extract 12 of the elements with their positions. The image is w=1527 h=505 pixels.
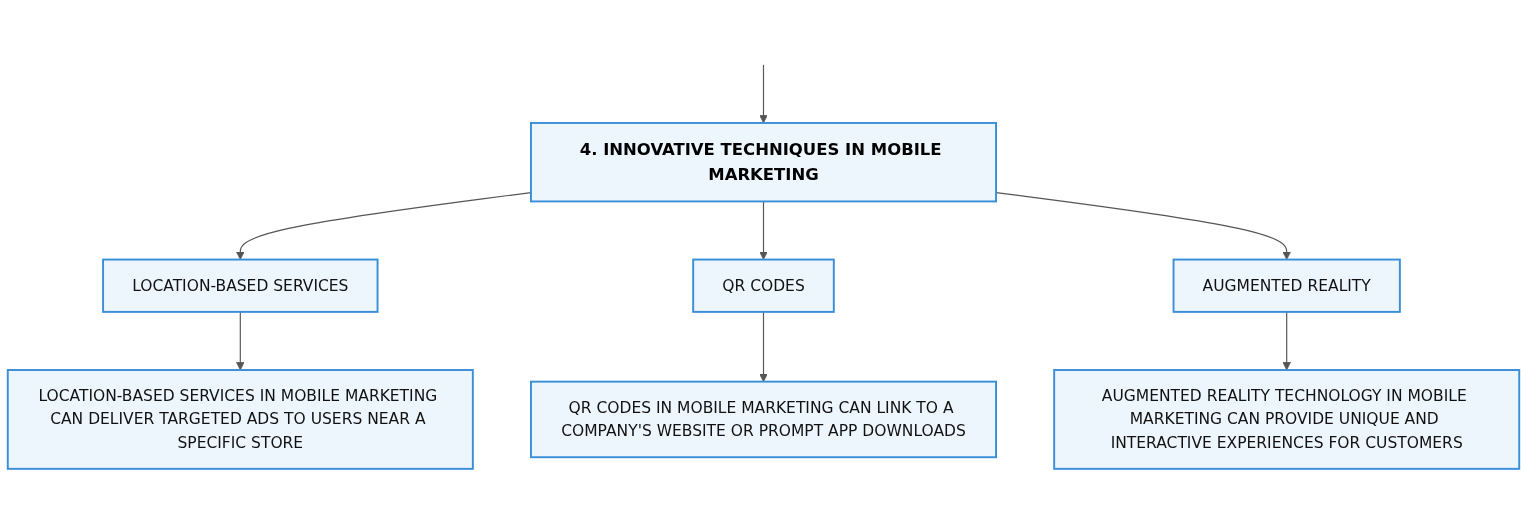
node-box: LOCATION-BASED SERVICES IN MOBILE MARKETING CAN DELIVER TARGETED ADS TO USERS NEAR A SPECIFIC STORE bbox=[6, 369, 474, 471]
node-box: AUGMENTED REALITY TECHNOLOGY IN MOBILE MARKETING CAN PROVIDE UNIQUE AND INTERACTIVE EXPERIENCES FOR CUSTOMERS bbox=[1053, 369, 1521, 471]
arrow bbox=[759, 201, 768, 261]
node-box: QR CODES bbox=[692, 258, 835, 314]
node-box: LOCATION-BASED SERVICES bbox=[102, 258, 379, 314]
node-box: QR CODES IN MOBILE MARKETING CAN LINK TO A COMPANY'S WEBSITE OR PROMPT APP DOWNLOADS bbox=[530, 380, 997, 459]
arrow bbox=[1282, 311, 1291, 371]
arrow bbox=[759, 311, 768, 383]
arrow bbox=[236, 311, 245, 371]
arrow bbox=[759, 64, 768, 124]
node-box: 4. INNOVATIVE TECHNIQUES IN MOBILE MARKETING bbox=[530, 122, 997, 203]
node-box: AUGMENTED REALITY bbox=[1172, 258, 1401, 314]
